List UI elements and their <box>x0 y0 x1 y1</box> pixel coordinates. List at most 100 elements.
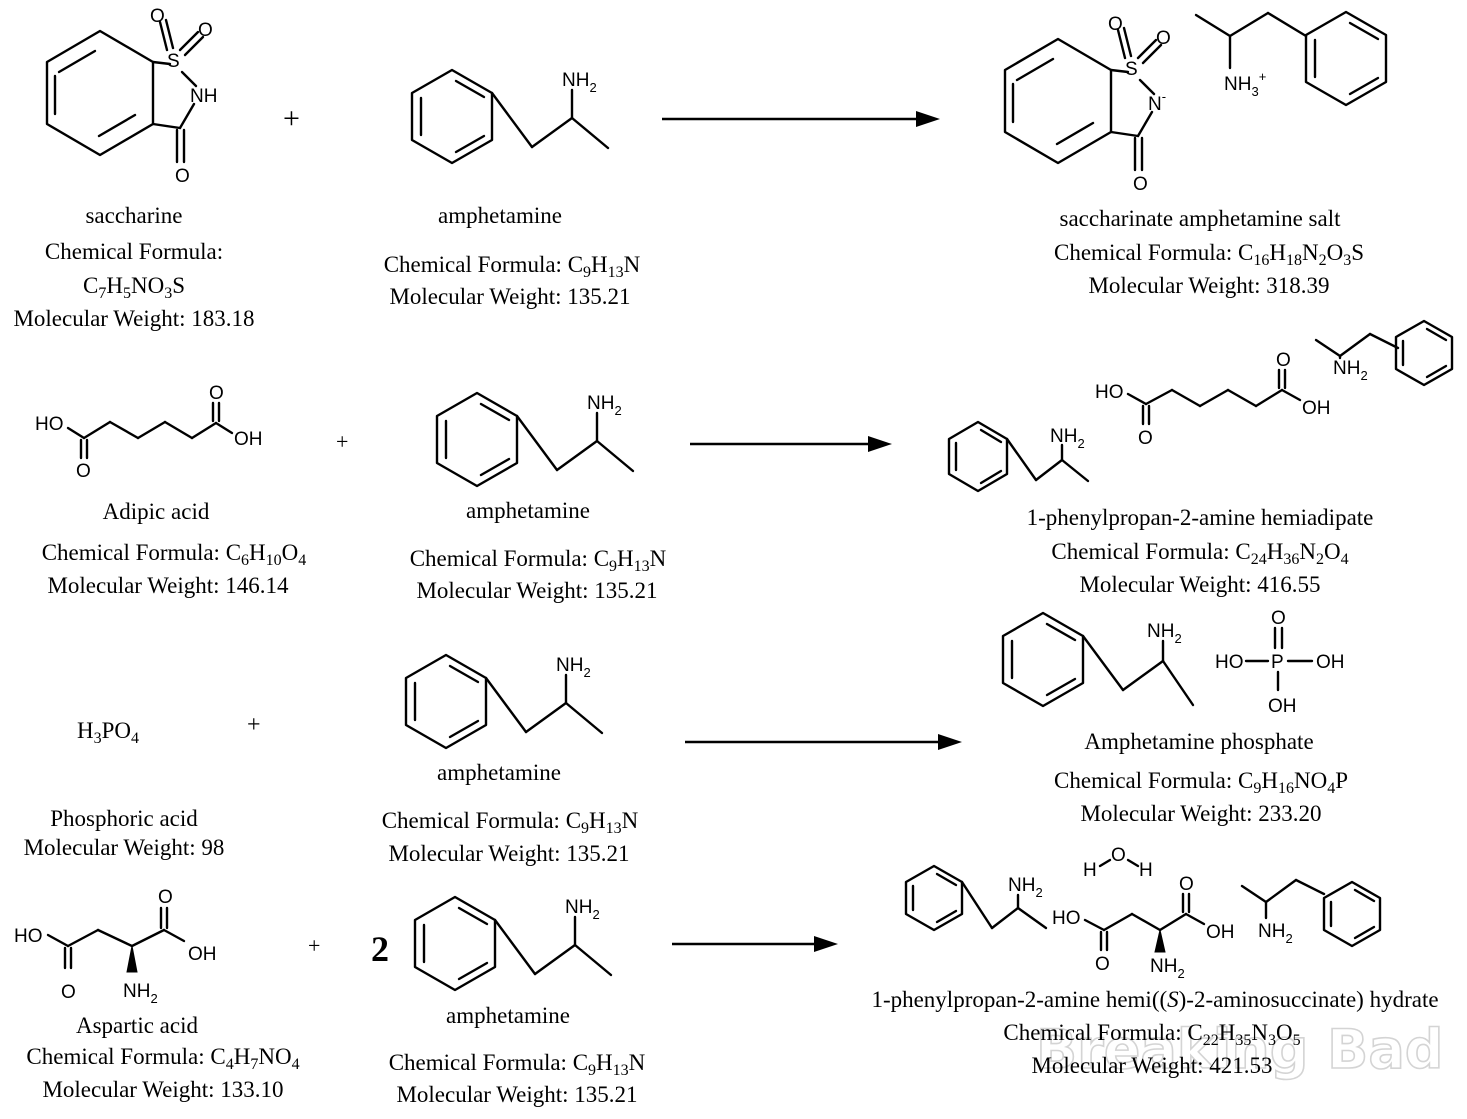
phosphate-structure: HO P OH O OH <box>1215 608 1345 717</box>
caption-product-2: 1-phenylpropan-2-amine hemiadipate Chemi… <box>1027 505 1374 597</box>
caption-phosphoric-acid: Phosphoric acid Molecular Weight: 98 <box>24 806 225 860</box>
atom-o: O <box>1111 845 1126 866</box>
ammonium-structure: NH3+ <box>1194 10 1388 107</box>
amphetamine-structure: NH2 <box>413 895 613 992</box>
adipic-acid-structure: HO O O OH <box>35 383 263 482</box>
stoichiometric-coefficient: 2 <box>371 929 389 969</box>
atom-ho: HO <box>35 414 64 435</box>
atom-oh: OH <box>1206 922 1235 943</box>
caption-adipic-acid: Adipic acid Chemical Formula: C6H10O4 Mo… <box>42 499 307 598</box>
atom-o: O <box>1133 174 1148 195</box>
atom-nh2: NH2 <box>562 70 597 95</box>
atom-o: O <box>209 383 224 404</box>
atom-nh2: NH2 <box>1333 358 1368 383</box>
chemical-formula: Chemical Formula: C16H18N2O3S <box>1054 240 1364 269</box>
atom-nh2: NH2 <box>123 981 158 1006</box>
atom-nh3-plus: NH3+ <box>1224 69 1266 99</box>
caption-product-3: Amphetamine phosphate Chemical Formula: … <box>1054 729 1348 826</box>
amphetamine-structure: NH2 <box>404 653 604 750</box>
atom-ho: HO <box>1052 908 1081 929</box>
caption-product-4: 1-phenylpropan-2-amine hemi((S)-2-aminos… <box>871 987 1438 1078</box>
atom-ho: HO <box>14 926 43 947</box>
atom-o: O <box>175 166 190 187</box>
saccharine-structure: O O S NH O <box>45 6 217 187</box>
compound-name: amphetamine <box>466 498 590 523</box>
caption-saccharine: saccharine Chemical Formula: C7H5NO3S Mo… <box>13 203 254 331</box>
aspartate-salt-structure: NH2 H O H HO O O OH NH2 NH2 <box>904 845 1382 981</box>
plus-sign: + <box>336 429 348 454</box>
caption-amphetamine: amphetamine Chemical Formula: C9H13N Mol… <box>384 203 641 309</box>
formula-label: Chemical Formula: <box>45 239 223 264</box>
compound-name: amphetamine <box>437 760 561 785</box>
molecular-weight: Molecular Weight: 416.55 <box>1079 572 1320 597</box>
atom-o: O <box>150 6 165 27</box>
phosphoric-acid-formula: H3PO4 <box>77 718 139 747</box>
atom-o: O <box>198 20 213 41</box>
arrowhead <box>938 734 962 750</box>
atom-oh: OH <box>1316 652 1345 673</box>
molecular-weight: Molecular Weight: 98 <box>24 835 225 860</box>
atom-oh: OH <box>1268 696 1297 717</box>
compound-name: amphetamine <box>438 203 562 228</box>
molecular-weight: Molecular Weight: 421.53 <box>1031 1053 1272 1078</box>
atom-nh2: NH2 <box>565 897 600 922</box>
hemiadipate-structure: NH2 HO O O OH NH2 <box>947 319 1454 493</box>
caption-amphetamine: amphetamine Chemical Formula: C9H13N Mol… <box>410 498 667 603</box>
atom-o: O <box>158 887 173 908</box>
amphetamine-phosphate-structure: NH2 <box>1001 611 1195 708</box>
compound-name: 1-phenylpropan-2-amine hemi((S)-2-aminos… <box>871 987 1438 1012</box>
plus-sign: + <box>308 933 320 958</box>
molecular-weight: Molecular Weight: 183.18 <box>13 306 254 331</box>
compound-name: Phosphoric acid <box>50 806 198 831</box>
atom-nh2: NH2 <box>587 393 622 418</box>
atom-p: P <box>1271 652 1284 673</box>
chemical-formula: Chemical Formula: C9H13N <box>384 252 641 281</box>
molecular-weight: Molecular Weight: 233.20 <box>1080 801 1321 826</box>
aspartic-acid-structure: HO O O OH NH2 <box>14 887 217 1006</box>
atom-o: O <box>61 982 76 1003</box>
caption-amphetamine: amphetamine Chemical Formula: C9H13N Mol… <box>389 1003 646 1107</box>
atom-h: H <box>1083 860 1097 881</box>
atom-o: O <box>1138 428 1153 449</box>
atom-oh: OH <box>188 944 217 965</box>
atom-o: O <box>76 461 91 482</box>
compound-name: 1-phenylpropan-2-amine hemiadipate <box>1027 505 1374 530</box>
molecular-weight: Molecular Weight: 135.21 <box>389 284 630 309</box>
atom-o: O <box>1276 350 1291 371</box>
compound-name: Amphetamine phosphate <box>1084 729 1313 754</box>
chemical-formula: Chemical Formula: C4H7NO4 <box>26 1044 299 1073</box>
chemical-formula: Chemical Formula: C9H16NO4P <box>1054 768 1348 797</box>
atom-nh2: NH2 <box>1147 621 1182 646</box>
atom-nh2: NH2 <box>1150 956 1185 981</box>
chemical-formula: Chemical Formula: C9H13N <box>382 808 639 837</box>
caption-amphetamine: amphetamine Chemical Formula: C9H13N Mol… <box>382 760 639 866</box>
atom-nh2: NH2 <box>1050 426 1085 451</box>
watermark: Breaking Bad <box>1036 1018 1443 1081</box>
chemical-formula: Chemical Formula: C24H36N2O4 <box>1051 539 1348 568</box>
compound-name: saccharinate amphetamine salt <box>1060 206 1342 231</box>
atom-o: O <box>1271 608 1286 629</box>
atom-o: O <box>1156 28 1171 49</box>
chemical-formula: Chemical Formula: C6H10O4 <box>42 540 307 569</box>
compound-name: Adipic acid <box>103 499 210 524</box>
compound-name: amphetamine <box>446 1003 570 1028</box>
chemical-formula: Chemical Formula: C22H35N3O5 <box>1003 1020 1300 1049</box>
caption-aspartic-acid: Aspartic acid Chemical Formula: C4H7NO4 … <box>26 1013 299 1102</box>
atom-o: O <box>1179 874 1194 895</box>
saccharinate-structure: O O S N- O <box>1003 14 1171 195</box>
compound-name: saccharine <box>85 203 182 228</box>
atom-nh: NH <box>190 86 217 107</box>
atom-o: O <box>1108 14 1123 35</box>
atom-n-minus: N- <box>1148 89 1166 115</box>
molecular-weight: Molecular Weight: 318.39 <box>1088 273 1329 298</box>
caption-product-1: saccharinate amphetamine salt Chemical F… <box>1054 206 1364 298</box>
atom-nh2: NH2 <box>1008 875 1043 900</box>
atom-ho: HO <box>1215 652 1244 673</box>
atom-nh2: NH2 <box>1258 921 1293 946</box>
molecular-weight: Molecular Weight: 146.14 <box>47 573 289 598</box>
compound-name: Aspartic acid <box>76 1013 198 1038</box>
plus-sign: + <box>247 712 261 738</box>
arrowhead <box>814 936 838 952</box>
chemical-formula: Chemical Formula: C9H13N <box>389 1050 646 1079</box>
